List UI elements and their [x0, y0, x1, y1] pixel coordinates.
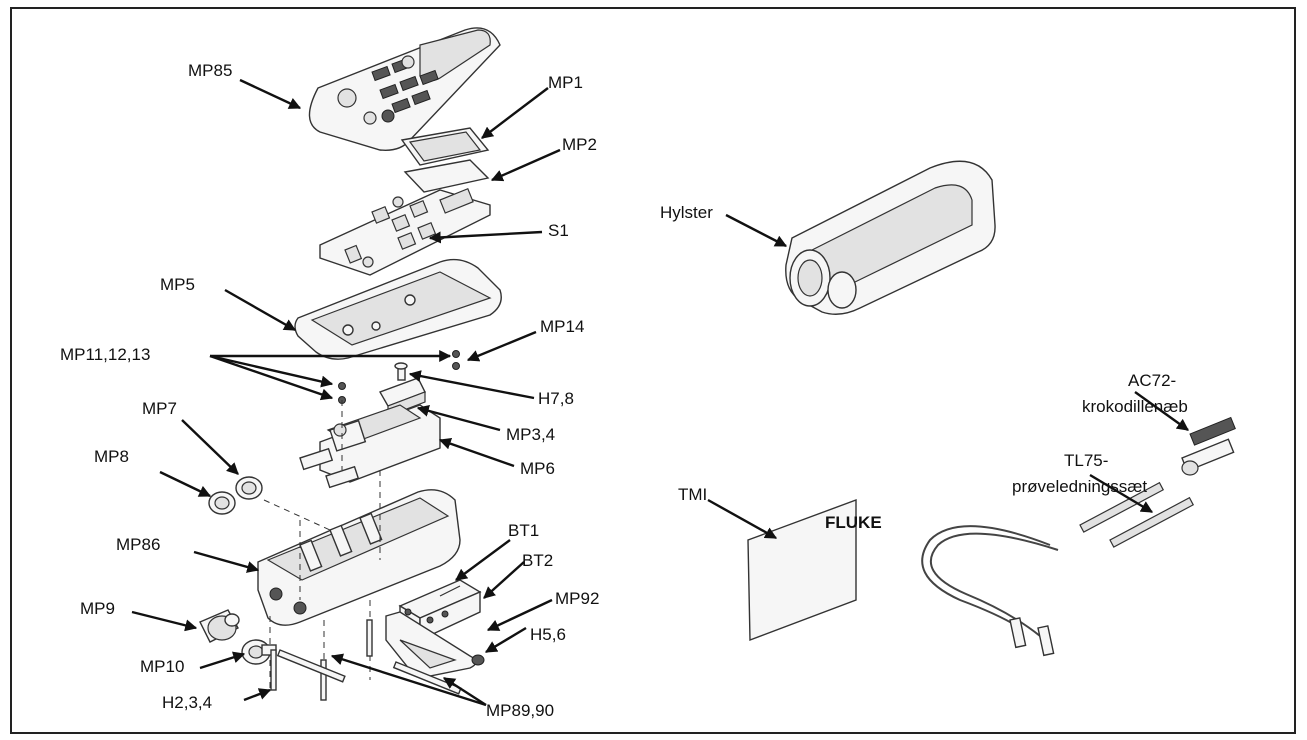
- label-mp3-4: MP3,4: [506, 425, 555, 444]
- label-mp85: MP85: [188, 61, 232, 80]
- alligator-clips-ac72: [1181, 416, 1236, 476]
- label-mp6: MP6: [520, 459, 555, 478]
- knob-mp9: [199, 609, 240, 643]
- label-mp2: MP2: [562, 135, 597, 154]
- label-mp1: MP1: [548, 73, 583, 92]
- ring-mp7: [235, 476, 263, 500]
- label-bt2: BT2: [522, 551, 553, 570]
- label-ac72-line1: AC72-: [1128, 371, 1176, 390]
- label-mp89-90: MP89,90: [486, 701, 554, 720]
- circuit-board-s1: [319, 187, 491, 276]
- label-mp8: MP8: [94, 447, 129, 466]
- screw-h5-6: [471, 654, 485, 666]
- assembly-guide-lines: [263, 400, 381, 690]
- label-mp5: MP5: [160, 275, 195, 294]
- window-mp1: [400, 127, 490, 166]
- screws-h2-3-4: [270, 619, 373, 701]
- input-module-mp6: [299, 404, 441, 489]
- label-mp9: MP9: [80, 599, 115, 618]
- screw-h7-8: [394, 362, 408, 381]
- label-h7-8: H7,8: [538, 389, 574, 408]
- case-top-mp5: [294, 258, 502, 360]
- label-mp10: MP10: [140, 657, 184, 676]
- leader-arrows: [131, 78, 1189, 707]
- part-labels: MP85 MP1 MP2 S1 MP5 MP14 MP11,12,13 H7,8…: [60, 61, 1188, 720]
- label-mp7: MP7: [142, 399, 177, 418]
- label-tl75-line2: prøveledningssæt: [1012, 477, 1147, 496]
- label-h5-6: H5,6: [530, 625, 566, 644]
- holster: [785, 160, 996, 315]
- label-mp14: MP14: [540, 317, 584, 336]
- label-ac72-line2: krokodillenæb: [1082, 397, 1188, 416]
- case-bottom-mp86: [257, 489, 461, 626]
- label-bt1: BT1: [508, 521, 539, 540]
- test-leads-tl75: [921, 481, 1195, 657]
- front-panel-mp85: [308, 27, 501, 151]
- gasket-mp2: [403, 159, 490, 193]
- seal-mp10: [241, 639, 277, 665]
- label-hylster: Hylster: [660, 203, 713, 222]
- label-mp11-12-13: MP11,12,13: [60, 345, 150, 364]
- label-h2-3-4: H2,3,4: [162, 693, 212, 712]
- ring-mp8: [208, 491, 236, 515]
- label-mp86: MP86: [116, 535, 160, 554]
- manual-tmi: FLUKE: [747, 498, 882, 642]
- label-s1: S1: [548, 221, 569, 240]
- label-tl75-line1: TL75-: [1064, 451, 1108, 470]
- manual-brand-text: FLUKE: [825, 513, 882, 532]
- label-tmi: TMI: [678, 485, 707, 504]
- label-mp92: MP92: [555, 589, 599, 608]
